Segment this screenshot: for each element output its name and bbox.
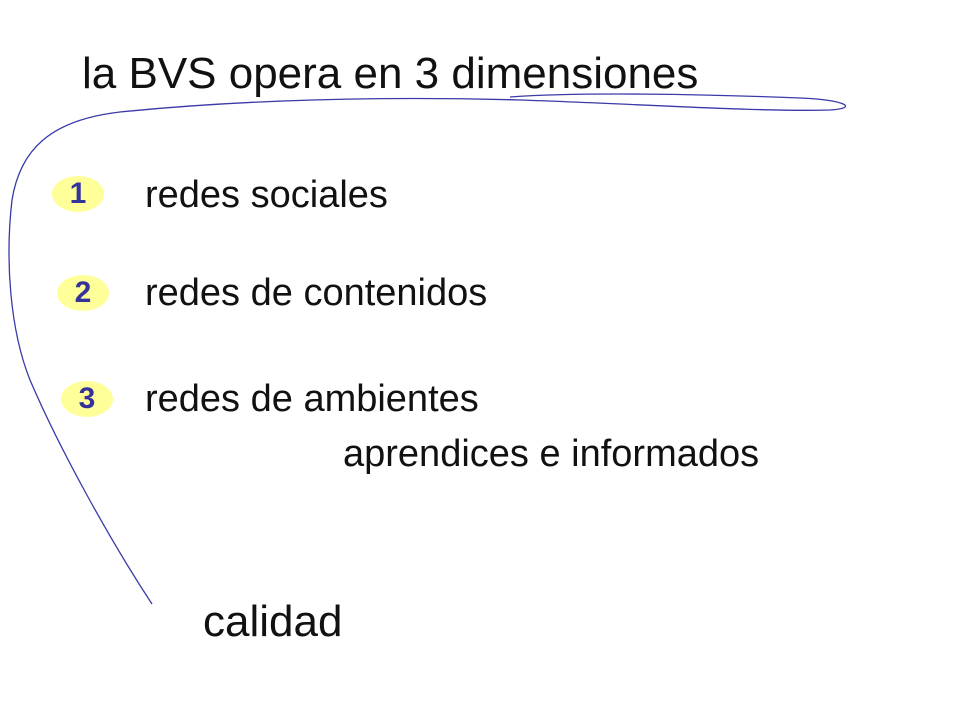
badge-number: 2 (74, 276, 92, 309)
bracket-stroke (8, 93, 847, 605)
footer-label-calidad: calidad (203, 597, 343, 646)
number-badge-3: 3 (61, 381, 113, 417)
item-label-redes-sociales: redes sociales (145, 174, 388, 216)
item-label-redes-de-ambientes: redes de ambientes (145, 378, 479, 420)
badge-number: 3 (78, 382, 96, 415)
number-badge-1: 1 (52, 176, 104, 212)
slide-title: la BVS opera en 3 dimensiones (82, 49, 699, 98)
item-label-redes-de-contenidos: redes de contenidos (145, 272, 488, 314)
badge-number: 1 (69, 177, 87, 210)
item-sublabel-aprendices: aprendices e informados (343, 433, 760, 475)
number-badge-2: 2 (57, 275, 109, 311)
